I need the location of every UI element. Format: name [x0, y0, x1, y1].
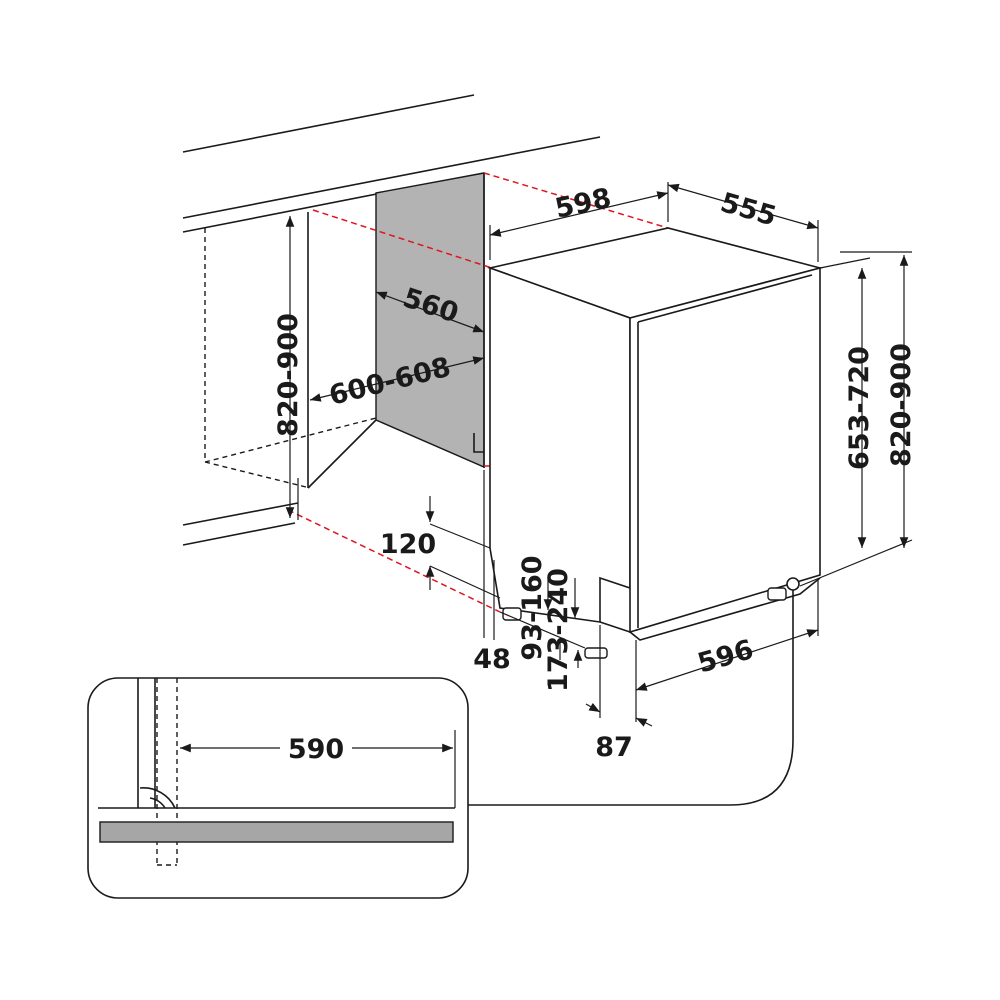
label-48: 48: [473, 644, 511, 675]
label-598: 598: [552, 183, 614, 225]
label-596: 596: [694, 634, 757, 679]
dim-555-line: [667, 183, 819, 262]
dim-48-line: [483, 470, 495, 640]
label-590: 590: [288, 734, 344, 765]
dim-596-line: [635, 580, 819, 722]
label-820-900-right: 820-900: [886, 343, 917, 467]
dim-560-line: [375, 291, 485, 333]
label-87: 87: [595, 732, 633, 763]
countertop-lines: [182, 94, 601, 546]
label-653-720: 653-720: [844, 346, 875, 470]
dim-600-608-line: [309, 356, 485, 402]
dim-foot-range-lines: [499, 578, 586, 668]
dishwasher-body: [487, 227, 824, 659]
dim-120-line: [425, 496, 501, 599]
dim-653-720-line: [819, 257, 871, 548]
dim-820-900-right-line: [799, 251, 913, 587]
detail-callout-connector: [468, 590, 794, 806]
dim-820-900-left-line: [285, 216, 299, 520]
label-820-900-left: 820-900: [273, 313, 304, 437]
detail-worktop-board: [99, 821, 454, 843]
label-93-160: 93-160: [517, 555, 548, 660]
label-555: 555: [717, 187, 780, 232]
label-173-240: 173-240: [543, 568, 574, 692]
label-120: 120: [380, 529, 436, 560]
detail-inset: [87, 677, 469, 899]
dim-87-line: [585, 625, 653, 727]
